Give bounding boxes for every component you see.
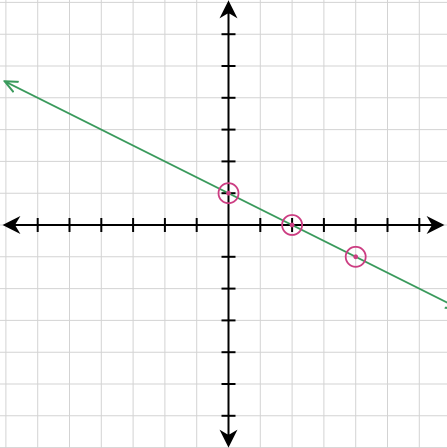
- highlighted-point: [217, 182, 240, 205]
- point-dot: [226, 190, 231, 196]
- point-ring: [281, 214, 304, 236]
- series-line-0: [6, 82, 447, 308]
- highlighted-points: [217, 182, 367, 268]
- highlighted-point: [281, 214, 304, 236]
- point-dot: [353, 254, 359, 260]
- highlighted-point: [344, 245, 367, 268]
- point-ring: [217, 182, 240, 205]
- point-ring: [344, 245, 367, 268]
- point-dot: [289, 222, 295, 228]
- series-layer: [6, 82, 447, 308]
